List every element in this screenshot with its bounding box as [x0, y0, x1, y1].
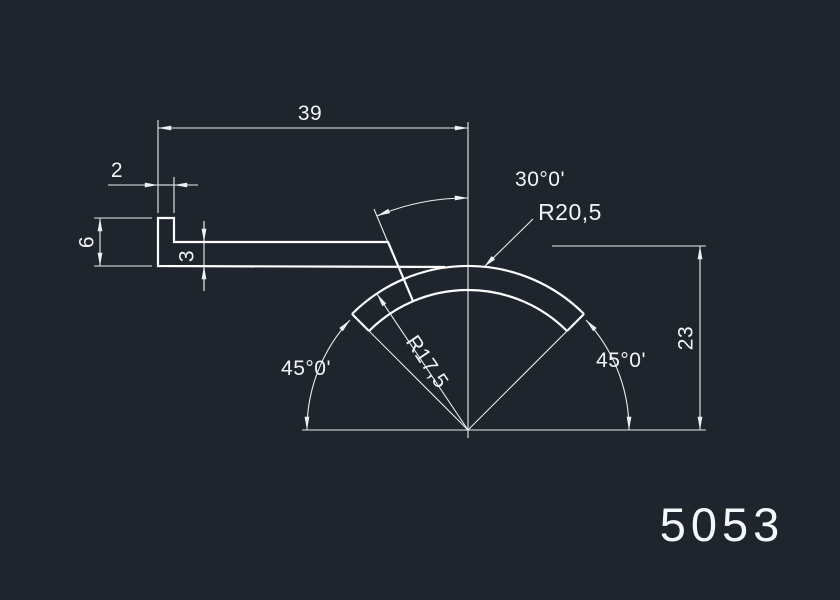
dim-label-lip-height: 6: [76, 236, 99, 248]
dim-label-total-width: 39: [298, 102, 322, 125]
radial-line-left: [351, 313, 469, 431]
leader-inner-radius: [376, 293, 469, 431]
profile-geometry: [156, 216, 585, 332]
angle-arc-notch: [376, 195, 469, 217]
dim-label-angle-right: 45°0': [596, 349, 646, 372]
dim-label-outer-radius: R20,5: [538, 199, 602, 225]
angle-arc-right: [585, 319, 632, 431]
profile-left-endcap: [351, 313, 370, 332]
profile-inner-arc: [368, 288, 568, 332]
angle-arc-left: [304, 319, 351, 431]
leader-outer-radius: [483, 218, 534, 268]
profile-right-endcap: [566, 313, 585, 332]
dim-label-lip-width: 2: [111, 159, 123, 182]
part-number-label: 5053: [660, 498, 785, 551]
profile-outer-arc: [351, 264, 585, 315]
dim-label-notch-angle: 30°0': [515, 168, 565, 191]
dimension-geometry: [94, 120, 706, 438]
dim-label-overall-height: 23: [675, 326, 698, 350]
profile-outline: [156, 216, 446, 302]
dim-label-angle-left: 45°0': [281, 357, 331, 380]
radial-line-right: [467, 313, 585, 431]
dim-label-wall-thickness: 3: [176, 250, 199, 262]
extension-line-notch-angle: [373, 208, 390, 246]
